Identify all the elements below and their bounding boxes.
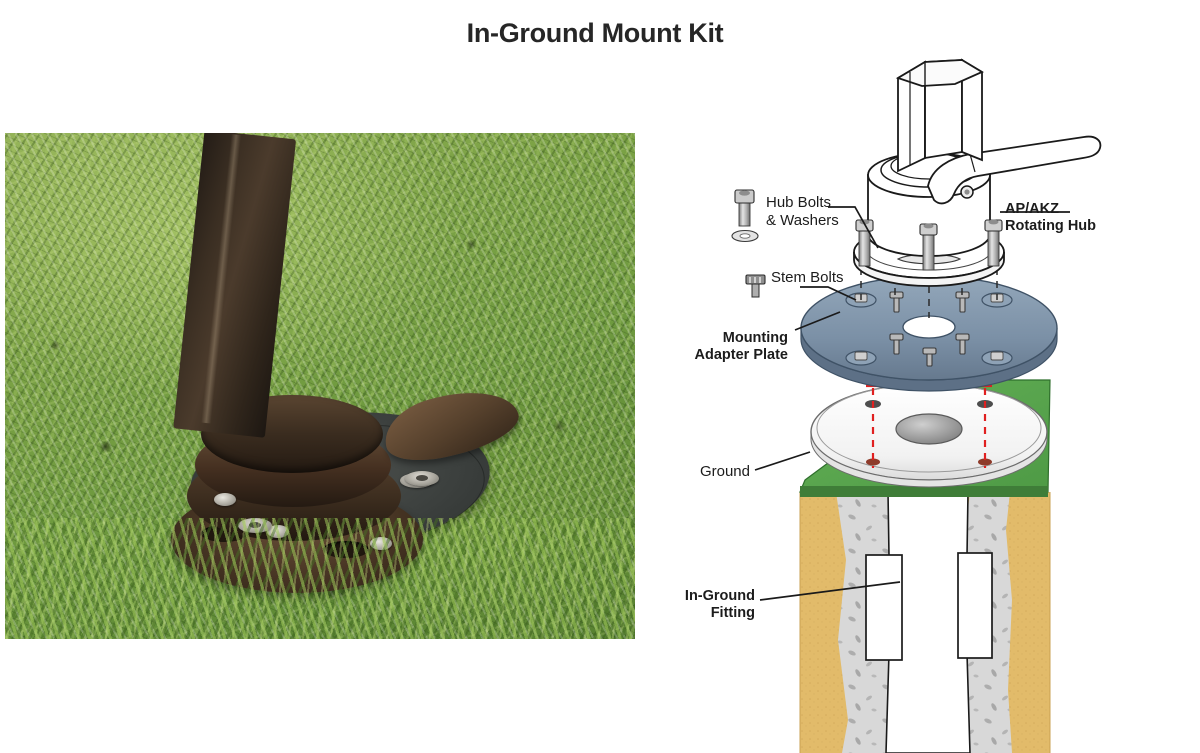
stem-bolt-icon bbox=[745, 274, 766, 298]
adapter-plate-center-hole bbox=[902, 315, 956, 339]
lever-crease bbox=[969, 153, 976, 173]
hub-set-screw-socket bbox=[964, 189, 970, 195]
washer-icon bbox=[731, 229, 759, 243]
leader-ground bbox=[754, 451, 811, 471]
underground-section bbox=[799, 491, 1051, 753]
callout-leaders bbox=[754, 206, 1070, 601]
label-ground: Ground bbox=[699, 463, 750, 480]
stem-bolt-a bbox=[889, 291, 904, 313]
fitting-panel-left bbox=[865, 554, 903, 661]
hub-bolt-photo-3 bbox=[214, 493, 236, 506]
square-post bbox=[895, 58, 984, 173]
mounting-adapter-plate bbox=[800, 275, 1058, 392]
stem-bolt-d bbox=[955, 333, 970, 355]
washer-photo-3 bbox=[405, 471, 439, 486]
cap-bolt-hole-3 bbox=[866, 458, 880, 466]
hub-bolts-installed bbox=[855, 219, 1003, 271]
installation-photo bbox=[5, 133, 635, 639]
exploded-diagram: Hub Bolts & Washers Stem Bolts AP/AKZ Ro… bbox=[640, 0, 1200, 753]
leader-hub-bolts bbox=[828, 206, 879, 249]
cap-bolt-hole-4 bbox=[978, 458, 992, 466]
label-adapter-plate: Mounting Adapter Plate bbox=[694, 330, 788, 364]
leader-in-ground-fitting bbox=[759, 581, 901, 601]
stem-bolt-c bbox=[889, 333, 904, 355]
plate-bolt-head-4 bbox=[990, 351, 1004, 361]
label-hub-bolts: Hub Bolts & Washers bbox=[766, 194, 839, 229]
leader-stem-bolts bbox=[800, 286, 857, 301]
page-title: In-Ground Mount Kit bbox=[0, 18, 1200, 49]
stem-bolt-e bbox=[922, 347, 937, 367]
label-in-ground-fitting: In-Ground Fitting bbox=[684, 588, 755, 622]
hub-bolt-2 bbox=[919, 223, 938, 271]
plate-bolt-head-3 bbox=[854, 351, 868, 361]
ground-edge bbox=[800, 486, 1048, 497]
fitting-cap-center-hole bbox=[895, 413, 963, 445]
hub-bolt-icon bbox=[734, 189, 755, 227]
fitting-panel-right bbox=[957, 552, 993, 659]
hub-flange-rim bbox=[853, 251, 1005, 287]
foreground-grass bbox=[5, 518, 635, 639]
adapter-plate-bolt-holes bbox=[845, 292, 1013, 366]
label-stem-bolts: Stem Bolts bbox=[771, 269, 844, 286]
fitting-cap-rim bbox=[810, 431, 1048, 488]
leader-adapter-plate bbox=[794, 311, 841, 331]
page-title-text: In-Ground Mount Kit bbox=[466, 18, 724, 48]
label-rotating-hub: AP/AKZ Rotating Hub bbox=[1005, 201, 1097, 235]
ground-plane bbox=[799, 379, 1051, 497]
hub-bolt-3 bbox=[984, 219, 1003, 267]
